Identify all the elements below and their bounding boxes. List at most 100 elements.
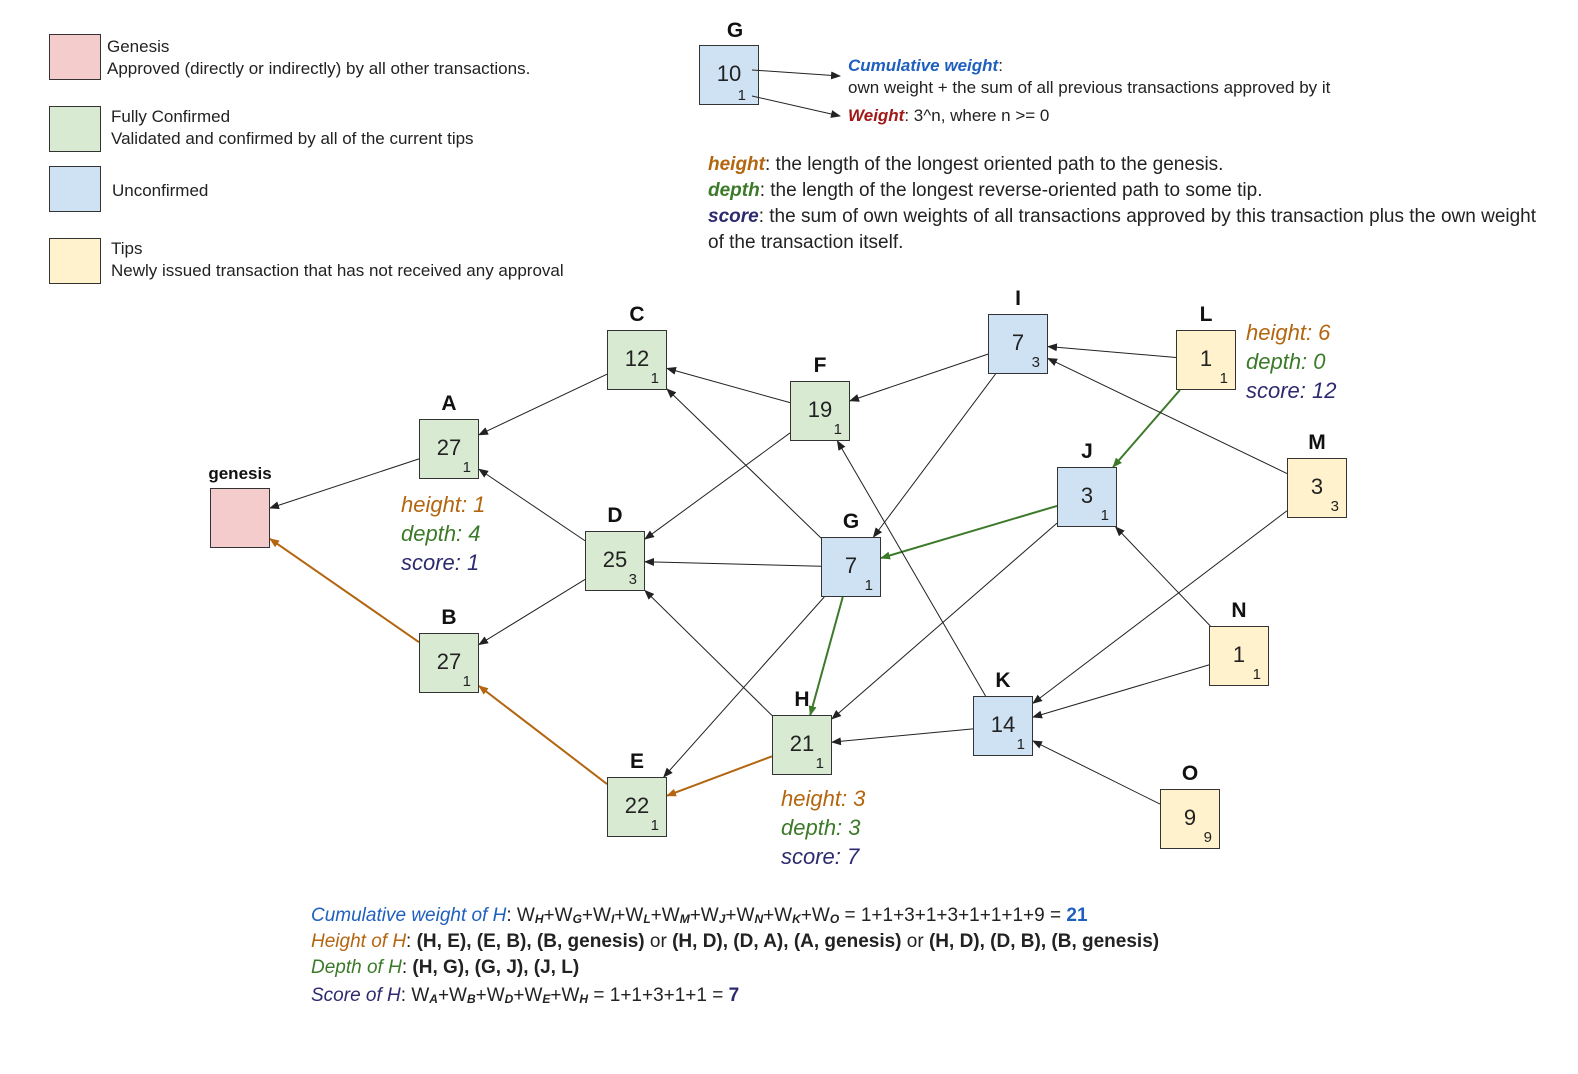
node-cumulative-weight-i: 7	[1011, 330, 1025, 355]
edge-g-to-e	[663, 596, 825, 778]
cumulative-weight-sep: :	[998, 56, 1003, 75]
key-node: 10 1	[699, 45, 759, 105]
weight-term: Weight	[848, 106, 905, 125]
node-label-i: I	[1015, 287, 1021, 310]
edge-h-to-d	[644, 589, 773, 716]
edge-g-to-d	[644, 557, 822, 567]
node-cumulative-weight-f: 19	[807, 397, 833, 422]
node-cumulative-weight-m: 3	[1310, 474, 1324, 499]
edge-l-to-j	[1112, 389, 1181, 468]
node-label-g: G	[842, 510, 860, 533]
node-cumulative-weight-e: 22	[624, 793, 650, 818]
legend-swatch-genesis	[49, 34, 101, 80]
key-weight-text: Weight: 3^n, where n >= 0	[848, 106, 1049, 126]
node-cumulative-weight-h: 21	[789, 731, 815, 756]
node-own-weight-m: 3	[1330, 498, 1339, 515]
node-label-h: H	[794, 688, 810, 711]
formula-score: Score of H: WA+WB+WD+WE+WH = 1+1+3+1+1 =…	[311, 985, 740, 1006]
legend-title-unconfirmed: Unconfirmed	[112, 181, 209, 200]
node-own-weight-f: 1	[833, 421, 842, 438]
legend-desc-genesis: Approved (directly or indirectly) by all…	[107, 59, 531, 78]
def-height-term: height	[708, 154, 765, 175]
formula-score-label: Score of H	[311, 985, 401, 1006]
edge-j-to-g	[880, 504, 1058, 560]
annotation-a-depth: depth: 4	[401, 521, 481, 546]
node-own-weight-i: 3	[1031, 354, 1040, 371]
transaction-node-genesis	[210, 488, 270, 548]
annotation-l-depth: depth: 0	[1246, 349, 1326, 374]
def-score-desc: : the sum of own weights of all transact…	[708, 206, 1537, 253]
node-label-o: O	[1181, 762, 1199, 785]
formula-depth-label: Depth of H	[311, 957, 402, 978]
edge-k-to-f	[836, 440, 987, 697]
edge-h-to-e	[666, 755, 773, 797]
node-label-m: M	[1308, 431, 1326, 454]
formula-height-label: Height of H	[311, 931, 407, 952]
node-own-weight-o: 9	[1203, 829, 1212, 846]
def-depth: depth: the length of the longest reverse…	[708, 178, 1538, 204]
node-cumulative-weight-o: 9	[1183, 805, 1197, 830]
key-arrow-weight	[751, 95, 841, 118]
node-cumulative-weight-j: 3	[1080, 483, 1094, 508]
formula-depth-body: (H, G), (G, J), (J, L)	[412, 957, 580, 978]
def-depth-term: depth	[708, 180, 760, 201]
edge-l-to-i	[1047, 343, 1177, 358]
node-own-weight-d: 3	[628, 571, 637, 588]
node-own-weight-h: 1	[815, 755, 824, 772]
formula-cumulative-result: 21	[1066, 905, 1088, 926]
key-node-cumulative: 10	[716, 61, 742, 86]
def-height-desc: : the length of the longest oriented pat…	[765, 154, 1224, 175]
annotation-l-height: height: 6	[1246, 320, 1331, 345]
node-label-j: J	[1081, 440, 1093, 463]
edge-m-to-k	[1032, 510, 1288, 704]
node-cumulative-weight-b: 27	[436, 649, 462, 674]
node-cumulative-weight-k: 14	[990, 712, 1016, 737]
formula-depth: Depth of H: (H, G), (G, J), (J, L)	[311, 957, 580, 978]
legend-desc-tips: Newly issued transaction that has not re…	[111, 261, 564, 280]
def-depth-desc: : the length of the longest reverse-orie…	[759, 180, 1263, 201]
definitions: height: the length of the longest orient…	[708, 152, 1538, 256]
legend-swatch-tips	[49, 238, 101, 284]
annotation-a: height: 1 depth: 4 score: 1	[401, 490, 485, 577]
edge-c-to-a	[478, 373, 608, 436]
edge-b-to-genesis	[269, 537, 420, 644]
formula-cumulative: Cumulative weight of H: WH+WG+WI+WL+WM+W…	[311, 905, 1088, 926]
def-height: height: the length of the longest orient…	[708, 152, 1538, 178]
edge-i-to-g	[872, 373, 996, 538]
legend-title-tips: Tips	[111, 239, 143, 258]
cumulative-weight-term: Cumulative weight	[848, 56, 999, 75]
edge-g-to-c	[666, 388, 822, 539]
formula-height: Height of H: (H, E), (E, B), (B, genesis…	[311, 931, 1160, 952]
key-cumulative-text: Cumulative weight:	[848, 56, 1003, 76]
formula-cumulative-label: Cumulative weight of H	[311, 905, 507, 926]
node-label-e: E	[629, 750, 644, 773]
annotation-h: height: 3 depth: 3 score: 7	[781, 784, 865, 871]
weight-desc: : 3^n, where n >= 0	[904, 106, 1050, 125]
node-cumulative-weight-n: 1	[1232, 642, 1246, 667]
legend-title-confirmed: Fully Confirmed	[111, 107, 231, 126]
annotation-a-height: height: 1	[401, 492, 486, 517]
node-cumulative-weight-g: 7	[844, 553, 858, 578]
key-arrow-cumulative	[751, 69, 841, 80]
node-label-k: K	[995, 669, 1011, 692]
legend-swatch-unconfirmed	[49, 166, 101, 212]
edge-g-to-h	[808, 596, 844, 716]
edge-o-to-k	[1032, 740, 1161, 805]
annotation-h-depth: depth: 3	[781, 815, 861, 840]
node-label-l: L	[1199, 303, 1213, 326]
edge-i-to-f	[849, 353, 989, 402]
node-cumulative-weight-l: 1	[1199, 346, 1213, 371]
def-score: score: the sum of own weights of all tra…	[708, 204, 1538, 256]
def-score-term: score	[708, 206, 759, 227]
key-cumulative-desc: own weight + the sum of all previous tra…	[848, 78, 1331, 97]
